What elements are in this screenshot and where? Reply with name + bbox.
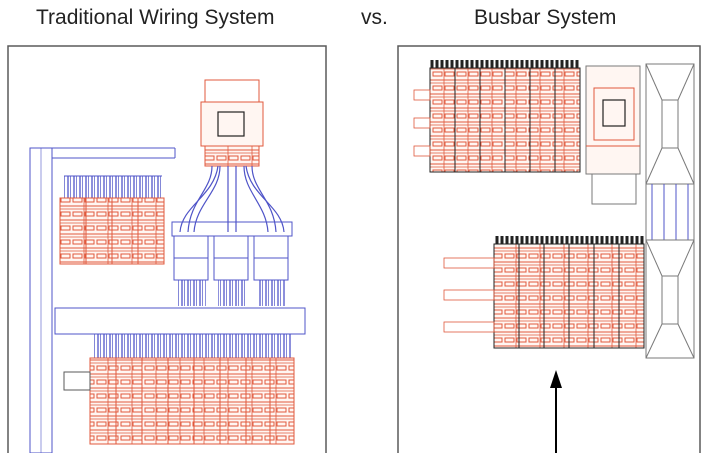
versus-label: vs. [361,6,388,29]
traditional-wiring-title: Traditional Wiring System [36,6,275,29]
traditional-panel [7,45,327,453]
upper-busbar-feeder [645,63,695,185]
busbar-system-title: Busbar System [474,6,617,29]
right-enclosure [397,45,701,453]
upper-wire-comb [64,176,162,198]
lower-breaker-group [89,357,295,445]
pointer-arrow [550,370,562,453]
left-enclosure [7,45,327,453]
lower-busbar-feeder [645,239,695,359]
busbar-main-breaker [585,65,641,205]
busbar-panel [397,45,701,453]
top-busbar-terminals [430,60,580,68]
lower-busbar-terminals [494,236,644,244]
lower-wire-comb [94,334,292,358]
vertical-busbars [651,184,689,240]
distribution-blocks [171,221,293,306]
horizontal-cable-duct [54,307,306,335]
main-breaker [200,79,264,167]
feeder-cables [179,165,285,233]
